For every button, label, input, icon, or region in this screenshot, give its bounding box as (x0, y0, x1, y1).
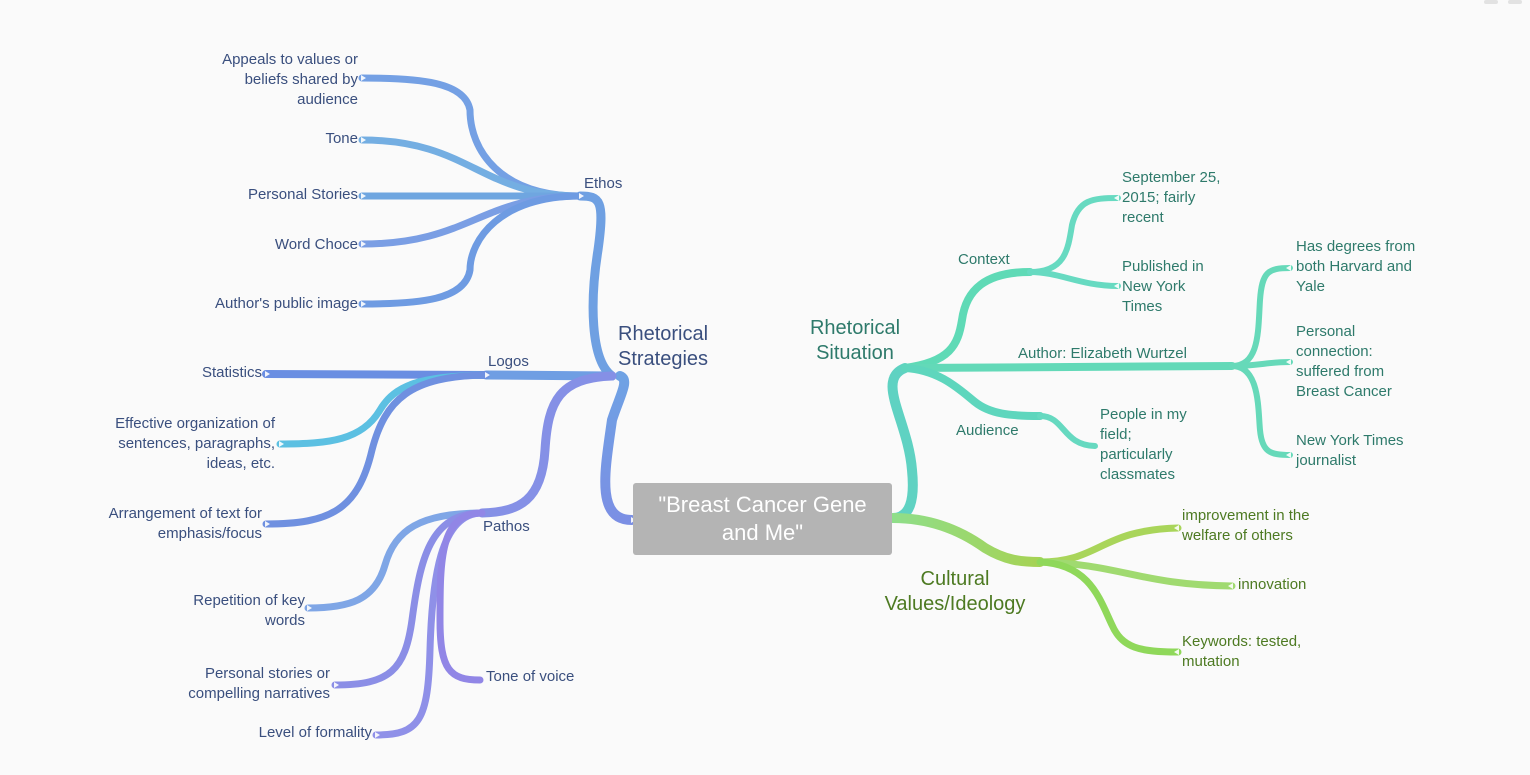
pathos-leaf-connector (304, 509, 486, 612)
pathos-node[interactable]: Pathos (483, 518, 530, 535)
pathos-leaf-connector (436, 509, 486, 684)
logos-item[interactable]: Statistics (201, 364, 262, 381)
values-leaf-connector (1036, 558, 1182, 656)
logos-node[interactable]: Logos (488, 353, 529, 370)
author-item[interactable]: New York Times journalist (1296, 432, 1404, 469)
context-node[interactable]: Context (958, 251, 1010, 268)
ethos-item[interactable]: Personal Stories (247, 186, 358, 203)
strategies-to-pathos-connector (477, 371, 617, 518)
situation-to-audience-connector (901, 364, 1044, 420)
central-topic-node[interactable]: "Breast Cancer Gene and Me" (633, 483, 892, 555)
pathos-item[interactable]: Repetition of key words (193, 592, 305, 629)
pathos-item[interactable]: Personal stories or compelling narrative… (188, 665, 330, 702)
author-item[interactable]: Has degrees from both Harvard and Yale (1296, 238, 1416, 295)
ethos-item[interactable]: Appeals to values or beliefs shared by a… (222, 51, 358, 108)
ethos-item[interactable]: Author's public image (215, 295, 358, 312)
values-leaf-connector (1036, 524, 1182, 566)
logos-leaf-connector (262, 371, 490, 528)
cultural-values-node[interactable]: Cultural Values/Ideology (884, 568, 1026, 615)
context-item[interactable]: Published in New York Times (1122, 258, 1204, 315)
center-to-strategies-connector (600, 371, 637, 525)
ethos-item[interactable]: Tone (325, 130, 358, 147)
values-leaf-connector (1036, 558, 1236, 590)
author-leaf-connector (1229, 363, 1293, 458)
pathos-item[interactable]: Level of formality (258, 724, 372, 741)
pathos-leaf-connector (331, 509, 486, 689)
logos-item[interactable]: Effective organization of sentences, par… (115, 415, 275, 472)
situation-to-context-connector (901, 268, 1034, 372)
values-item[interactable]: improvement in the welfare of others (1182, 507, 1310, 544)
ethos-leaf-connector (358, 192, 584, 308)
top-right-toolbar (1484, 0, 1522, 4)
pathos-item[interactable]: Tone of voice (486, 668, 575, 685)
author-node[interactable]: Author: Elizabeth Wurtzel (1018, 345, 1187, 362)
logos-leaf-connector (276, 371, 490, 448)
toolbar-handle (1508, 0, 1522, 4)
author-leaf-connector (1229, 265, 1293, 369)
audience-item[interactable]: People in my field; particularly classma… (1100, 406, 1187, 483)
rhetorical-situation-node[interactable]: Rhetorical Situation (809, 317, 901, 364)
values-item[interactable]: innovation (1238, 576, 1307, 593)
center-to-values-connector (888, 513, 1045, 567)
center-to-situation-connector (887, 363, 918, 523)
rhetorical-strategies-node[interactable]: Rhetorical Strategies (618, 323, 709, 370)
context-leaf-connector (1027, 195, 1121, 275)
ethos-item[interactable]: Word Choce (274, 236, 358, 253)
logos-item[interactable]: Arrangement of text for emphasis/focus (108, 505, 262, 542)
ethos-node[interactable]: Ethos (584, 175, 623, 192)
toolbar-handle (1484, 0, 1498, 4)
audience-node[interactable]: Audience (956, 422, 1019, 439)
ethos-leaf-connector (358, 136, 584, 200)
connector-arrowheads (265, 75, 1291, 738)
audience-leaf-connector (1037, 413, 1098, 449)
situation-to-author-connector (901, 362, 1236, 372)
values-item[interactable]: Keywords: tested, mutation (1182, 633, 1302, 670)
context-leaf-connector (1027, 269, 1121, 289)
author-item[interactable]: Personal connection: suffered from Breas… (1296, 323, 1392, 400)
ethos-leaf-connector (358, 74, 584, 200)
strategies-to-ethos-connector (575, 191, 617, 381)
context-item[interactable]: September 25, 2015; fairly recent (1122, 169, 1221, 226)
ethos-leaf-connector (358, 192, 584, 248)
